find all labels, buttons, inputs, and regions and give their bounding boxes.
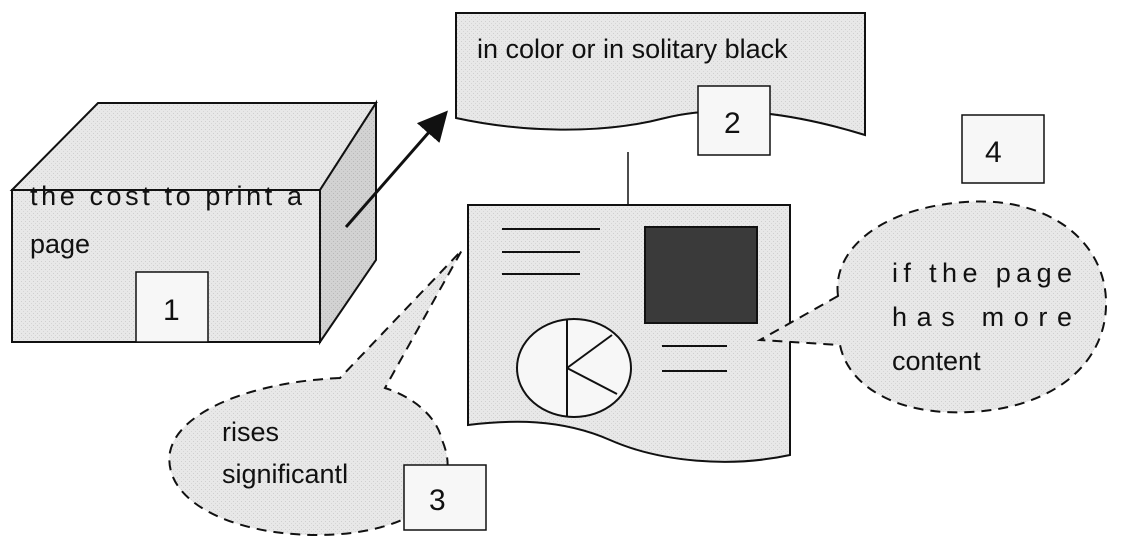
number-label-4: 4 [962,115,1044,183]
pie-chart-icon [517,319,631,417]
number-label-2: 2 [698,86,770,155]
cost-box-text-line2: page [30,229,90,259]
number-label-3: 3 [404,465,486,530]
number-label-4-text: 4 [985,136,1002,169]
document-page [468,205,790,462]
cost-box-top [12,103,376,190]
number-label-3-text: 3 [429,484,446,517]
content-bubble-shape [760,201,1106,412]
content-bubble-text-line3: content [892,346,981,376]
number-label-2-text: 2 [724,107,741,140]
rises-bubble-text-line2: significantl [222,459,348,489]
number-label-1: 1 [136,272,208,342]
content-bubble-text-line2: has more [892,302,1072,332]
color-sheet-text: in color or in solitary black [477,34,788,64]
color-sheet: in color or in solitary black [456,13,865,135]
content-bubble: if the page has more content [760,201,1106,412]
number-label-1-text: 1 [163,294,180,327]
rises-bubble-text-line1: rises [222,417,279,447]
color-sheet-shape [456,13,865,135]
image-block [645,227,757,323]
content-bubble-text-line1: if the page [892,258,1072,288]
